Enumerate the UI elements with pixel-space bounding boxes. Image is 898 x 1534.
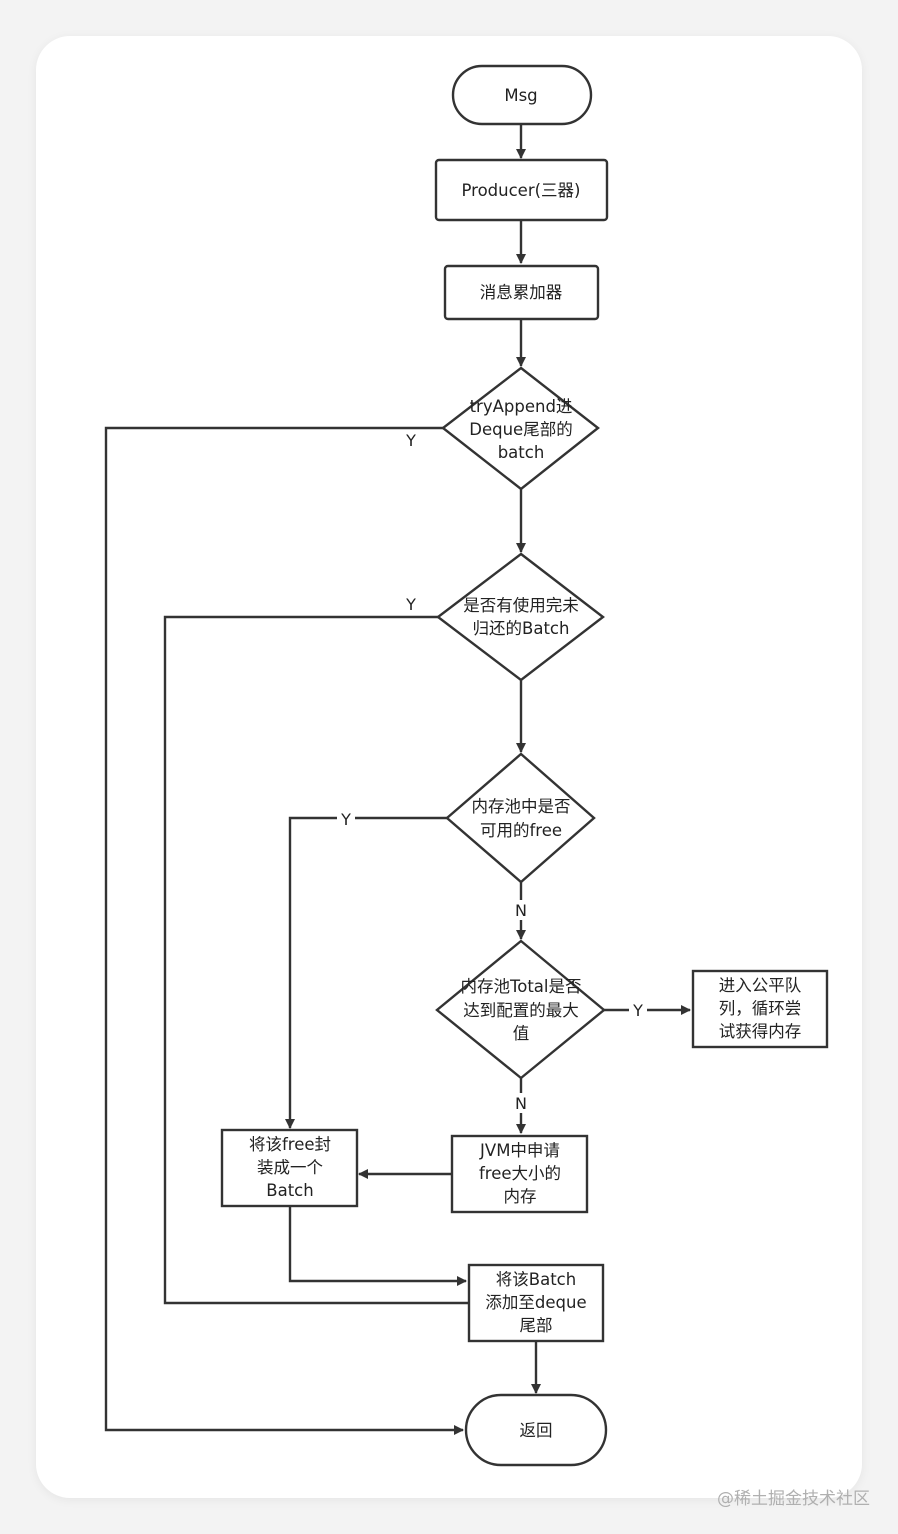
node-msg (451, 64, 593, 126)
edge-label-poolfree-n-wrap: N (512, 900, 530, 920)
label-fair-queue-1: 进入公平队 (719, 976, 802, 995)
label-add-deque-3: 尾部 (520, 1316, 553, 1335)
node-return (464, 1393, 608, 1467)
label-wrap-batch-3: Batch (266, 1181, 313, 1200)
edge-unreturned-adddeque (163, 615, 469, 1305)
label-fair-queue-3: 试获得内存 (719, 1022, 802, 1041)
edge-label-unreturned-y: Y (405, 595, 416, 614)
label-add-deque-2: 添加至deque (485, 1293, 586, 1312)
label-try-append-3: batch (498, 443, 545, 462)
node-accumulator (443, 264, 600, 321)
edge-label-pooltotal-y: Y (632, 1001, 643, 1020)
node-fair-queue (691, 969, 829, 1049)
node-add-to-deque (467, 1263, 605, 1343)
edge-label-pooltotal-n: N (515, 1094, 527, 1113)
edge-label-pooltotal-n-wrap: N (512, 1093, 530, 1113)
label-wrap-batch-2: 装成一个 (257, 1158, 323, 1177)
edge-label-tryappend-y: Y (405, 431, 416, 450)
label-return: 返回 (520, 1421, 553, 1440)
edge-label-poolfree-n: N (515, 901, 527, 920)
label-try-append-1: tryAppend进 (470, 397, 573, 416)
label-unreturned-1: 是否有使用完未 (463, 596, 579, 615)
edge-poolfree-wrap (285, 816, 447, 1129)
label-msg: Msg (504, 86, 537, 105)
label-pool-total-2: 达到配置的最大 (463, 1001, 579, 1020)
watermark: @稀土掘金技术社区 (717, 1489, 870, 1509)
label-jvm-alloc-2: free大小的 (479, 1164, 561, 1183)
node-jvm-alloc (450, 1134, 589, 1214)
edge-label-poolfree-y: Y (340, 810, 351, 829)
label-try-append-2: Deque尾部的 (469, 420, 572, 439)
label-pool-free-2: 可用的free (480, 821, 562, 840)
label-jvm-alloc-1: JVM中申请 (479, 1141, 560, 1160)
label-wrap-batch-1: 将该free封 (249, 1135, 331, 1154)
label-unreturned-2: 归还的Batch (473, 619, 570, 638)
label-jvm-alloc-3: 内存 (504, 1187, 537, 1206)
label-pool-free-1: 内存池中是否 (472, 797, 571, 816)
node-producer (434, 158, 609, 222)
label-add-deque-1: 将该Batch (496, 1270, 576, 1289)
node-pool-free (445, 752, 596, 884)
edge-tryappend-return (104, 426, 464, 1435)
label-accumulator: 消息累加器 (480, 283, 563, 302)
node-pool-total (435, 939, 606, 1080)
label-pool-total-1: 内存池Total是否 (460, 977, 581, 996)
node-wrap-batch (220, 1128, 359, 1208)
edge-wrap-adddeque (288, 1206, 467, 1286)
label-producer: Producer(三器) (462, 181, 581, 200)
node-try-append (441, 366, 600, 491)
label-fair-queue-2: 列，循环尝 (719, 999, 802, 1018)
label-pool-total-3: 值 (513, 1024, 530, 1043)
edge-label-poolfree-y-wrap: Y (337, 810, 355, 829)
node-unreturned-batch (436, 552, 605, 682)
edge-label-pooltotal-y-wrap: Y (629, 1001, 647, 1020)
